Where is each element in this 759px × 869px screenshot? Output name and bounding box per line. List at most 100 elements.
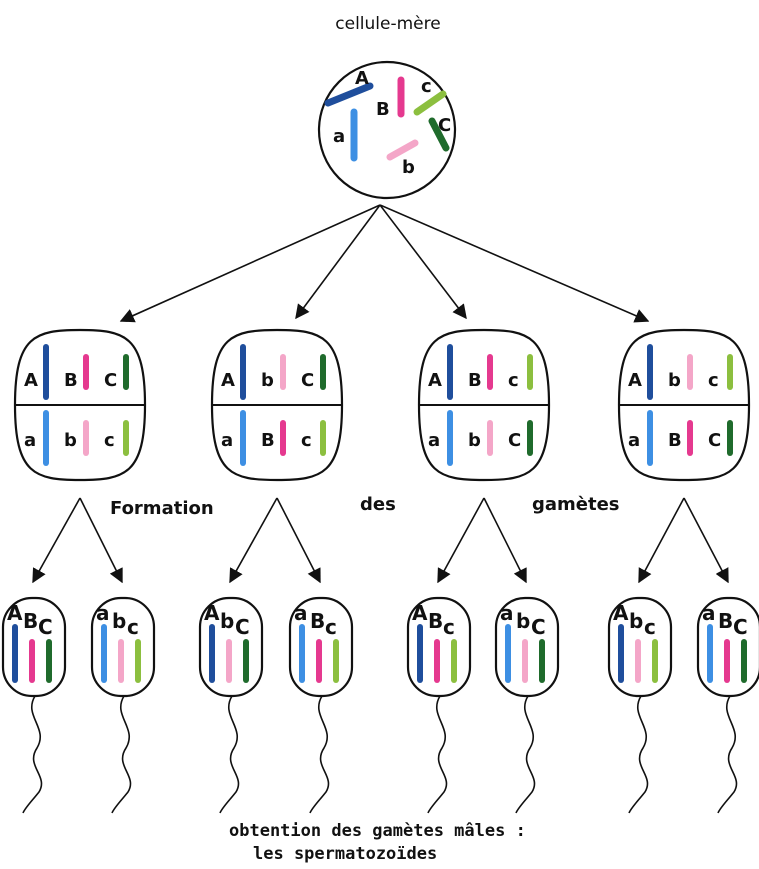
- allele-label-c: c: [708, 370, 719, 391]
- gamete-allele-b: b: [112, 609, 126, 633]
- gamete-tail: [22, 695, 43, 814]
- chromosome-C: [428, 117, 450, 152]
- label-C: C: [438, 115, 451, 136]
- chromosome-b: [386, 139, 419, 161]
- allele-label-C: C: [708, 430, 721, 451]
- step-word-1: Formation: [110, 498, 214, 519]
- arrow-g7: [638, 497, 685, 584]
- allele-label-a: a: [428, 430, 440, 451]
- allele-label-B: B: [64, 370, 78, 391]
- gamete-allele-B: B: [718, 609, 733, 633]
- mother-cell-title: cellule-mère: [335, 14, 440, 34]
- gamete-allele-a: a: [702, 601, 716, 625]
- arrow-2: [295, 204, 381, 320]
- allele-label-C: C: [104, 370, 117, 391]
- label-B: B: [376, 99, 390, 120]
- allele-label-B: B: [468, 370, 482, 391]
- gamete-allele-c: c: [325, 615, 337, 639]
- arrows-level-1: [119, 204, 650, 323]
- arrow-g8: [683, 497, 729, 584]
- gamete-tail: [515, 695, 536, 814]
- allele-label-C: C: [508, 430, 521, 451]
- step-word-3: gamètes: [532, 494, 620, 515]
- allele-label-B: B: [261, 430, 275, 451]
- allele-label-c: c: [104, 430, 115, 451]
- arrows-level-2: [32, 497, 729, 584]
- allele-label-A: A: [628, 370, 642, 391]
- gamete-allele-b: b: [516, 609, 530, 633]
- gamete-allele-B: B: [310, 609, 325, 633]
- allele-label-C: C: [301, 370, 314, 391]
- arrow-g5: [437, 497, 485, 584]
- gamete-tail: [427, 695, 448, 814]
- gamete-tail: [628, 695, 649, 814]
- allele-label-b: b: [468, 430, 481, 451]
- gamete-tail: [309, 695, 330, 814]
- gamete-allele-b: b: [220, 609, 234, 633]
- gamete-allele-c: c: [443, 615, 455, 639]
- allele-label-A: A: [428, 370, 442, 391]
- allele-label-a: a: [628, 430, 640, 451]
- arrow-g2: [79, 497, 123, 584]
- label-A: A: [355, 68, 369, 89]
- allele-label-a: a: [24, 430, 36, 451]
- gamete-allele-A: A: [7, 601, 23, 625]
- gamete-allele-C: C: [235, 615, 250, 639]
- arrow-4: [379, 204, 650, 323]
- chromosome-c: [413, 90, 447, 116]
- allele-label-B: B: [668, 430, 682, 451]
- allele-label-c: c: [301, 430, 312, 451]
- caption-line-2: les spermatozoïdes: [253, 844, 437, 864]
- gamete-allele-c: c: [127, 615, 139, 639]
- allele-label-A: A: [221, 370, 235, 391]
- gamete-allele-B: B: [23, 609, 38, 633]
- gamete-allele-C: C: [38, 615, 53, 639]
- caption-line-1: obtention des gamètes mâles :: [229, 821, 526, 841]
- gamete-allele-A: A: [412, 601, 428, 625]
- allele-label-c: c: [508, 370, 519, 391]
- label-a: a: [333, 126, 345, 147]
- chromosome-A: [324, 82, 374, 107]
- arrow-3: [379, 204, 467, 320]
- gamete-tail: [111, 695, 132, 814]
- gamete-allele-B: B: [428, 609, 443, 633]
- gamete-allele-A: A: [613, 601, 629, 625]
- gamete-allele-a: a: [294, 601, 308, 625]
- allele-label-b: b: [64, 430, 77, 451]
- label-b: b: [402, 157, 415, 178]
- allele-label-b: b: [261, 370, 274, 391]
- gamete-allele-A: A: [204, 601, 220, 625]
- gamete-allele-C: C: [531, 615, 546, 639]
- gamete-allele-b: b: [629, 609, 643, 633]
- gamete-allele-C: C: [733, 615, 748, 639]
- allele-label-a: a: [221, 430, 233, 451]
- gamete-tail: [219, 695, 240, 814]
- allele-label-A: A: [24, 370, 38, 391]
- mother-cell: A a B b c C: [317, 60, 457, 200]
- arrow-1: [119, 204, 381, 323]
- gamete-allele-a: a: [500, 601, 514, 625]
- label-c: c: [421, 76, 432, 97]
- gamete-tail: [717, 695, 738, 814]
- gamete-allele-c: c: [644, 615, 656, 639]
- gamete-allele-a: a: [96, 601, 110, 625]
- dividing-cell-1: A B Ca b c: [13, 328, 147, 482]
- arrow-g6: [483, 497, 527, 584]
- allele-label-b: b: [668, 370, 681, 391]
- step-word-2: des: [360, 494, 396, 515]
- arrow-g3: [229, 497, 278, 584]
